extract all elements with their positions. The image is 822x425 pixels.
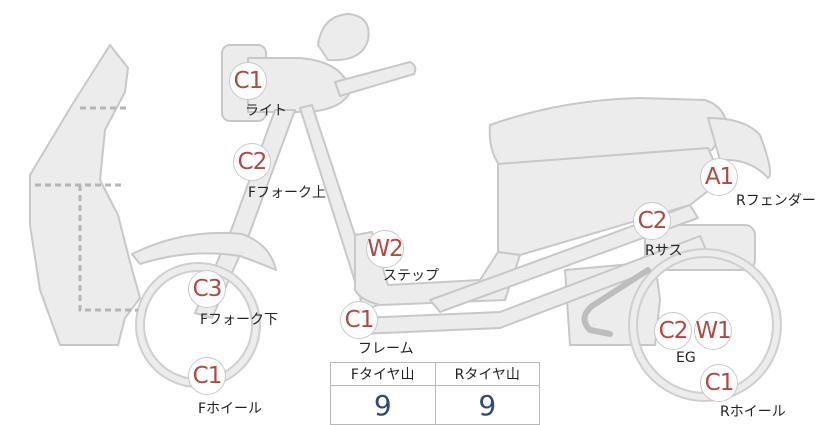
rear-tread-header: Rタイヤ山 bbox=[434, 362, 540, 386]
mirror bbox=[317, 13, 370, 62]
part-label-ffork-upper: Fフォーク上 bbox=[248, 185, 327, 201]
grade-badge-light: C1 bbox=[229, 62, 267, 100]
part-label-rsus: Rサス bbox=[645, 243, 683, 259]
part-label-ffork-lower: Fフォーク下 bbox=[200, 312, 279, 328]
grade-badge-fwheel: C1 bbox=[188, 357, 226, 395]
grade-badge-ffork-upper: C2 bbox=[233, 143, 271, 181]
grade-badge-step: W2 bbox=[366, 230, 404, 268]
grade-badge-rwheel: C1 bbox=[700, 364, 738, 402]
frame-rail-upper bbox=[429, 204, 699, 313]
part-label-rfender-clip: Rフェンダー bbox=[736, 190, 822, 210]
grade-badge-rfender: A1 bbox=[700, 158, 738, 196]
grade-badge-ffork-lower: C3 bbox=[188, 270, 226, 308]
front-tread-header: Fタイヤ山 bbox=[330, 362, 436, 386]
grade-badge-frame: C1 bbox=[340, 301, 378, 339]
part-label-frame: フレーム bbox=[358, 341, 414, 357]
tire-tread-table: Fタイヤ山 Rタイヤ山 9 9 bbox=[330, 362, 540, 425]
part-label-engine: EG bbox=[676, 350, 696, 366]
handle-grip bbox=[334, 61, 417, 97]
part-label-fwheel: Fホイール bbox=[198, 401, 263, 417]
rear-tail bbox=[707, 117, 772, 179]
front-fender bbox=[131, 231, 277, 271]
part-label-light: ライト bbox=[245, 103, 287, 119]
part-label-rwheel: Rホイール bbox=[720, 404, 786, 420]
grade-badge-engine-2: W1 bbox=[694, 312, 732, 350]
part-label-rfender: Rフェンダー bbox=[736, 193, 816, 209]
front-tread-value: 9 bbox=[330, 385, 436, 425]
leg-shield bbox=[29, 44, 141, 346]
grade-badge-rsus: C2 bbox=[633, 202, 671, 240]
grade-badge-engine-1: C2 bbox=[654, 312, 692, 350]
rear-tread-value: 9 bbox=[434, 385, 540, 425]
part-label-step: ステップ bbox=[383, 268, 439, 284]
muffler-pipe bbox=[581, 267, 651, 337]
